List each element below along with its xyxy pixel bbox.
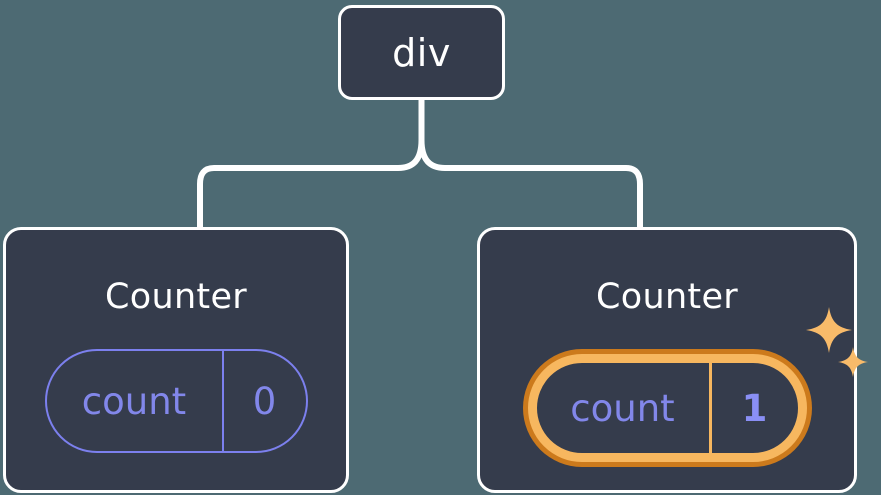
node-counter-left[interactable]: Counter count 0 xyxy=(3,227,349,493)
state-key-left: count xyxy=(47,351,224,451)
connector-branch-right xyxy=(418,139,643,228)
state-value-left: 0 xyxy=(252,379,277,423)
state-value-right: 1 xyxy=(741,386,768,430)
connector-branch-left xyxy=(197,139,425,228)
state-pill-highlight-ring: count 1 xyxy=(522,349,812,467)
node-root-div[interactable]: div xyxy=(338,5,505,100)
node-counter-right[interactable]: Counter count 1 xyxy=(477,227,868,493)
node-counter-left-title: Counter xyxy=(105,277,247,317)
state-pill-wrap-right: count 1 xyxy=(522,307,868,467)
state-pill-left[interactable]: count 0 xyxy=(44,349,308,453)
state-key-right: count xyxy=(537,363,712,453)
state-pill-wrap-left: count 0 xyxy=(44,349,308,453)
sparkle-small-icon xyxy=(837,347,868,377)
sparkle-group xyxy=(805,307,876,397)
node-root-label: div xyxy=(392,30,451,75)
state-pill-right[interactable]: count 1 xyxy=(527,354,807,462)
node-counter-right-title: Counter xyxy=(596,277,738,317)
sparkle-icon xyxy=(805,307,852,353)
